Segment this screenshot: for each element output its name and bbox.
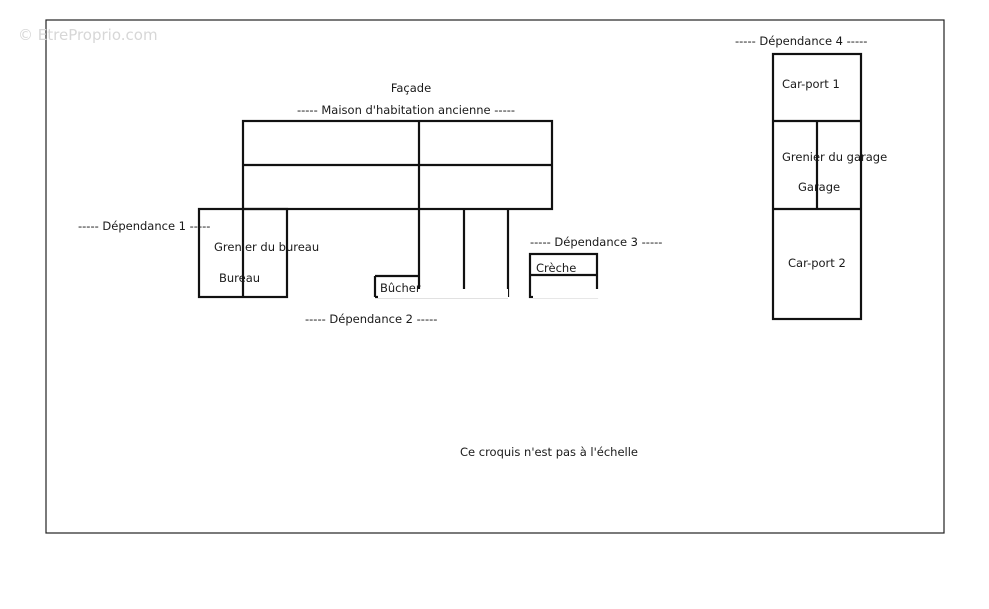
dependance-2-label: ----- Dépendance 2 ----- xyxy=(305,312,437,326)
dependance-4-outline xyxy=(771,52,863,321)
dependance-1-label: ----- Dépendance 1 ----- xyxy=(78,219,210,233)
maison-habitation xyxy=(241,119,554,211)
bucher-label: Bûcher xyxy=(380,281,421,295)
maison-label: ----- Maison d'habitation ancienne ----- xyxy=(297,103,515,117)
facade-title: Façade xyxy=(391,81,431,95)
diagram-frame xyxy=(45,19,945,534)
bureau-label: Bureau xyxy=(219,271,260,285)
garage-label: Garage xyxy=(798,180,840,194)
erasure-mark-2 xyxy=(533,289,599,298)
dependance-1 xyxy=(197,207,289,299)
watermark: © EtreProprio.com xyxy=(18,26,158,44)
scale-note: Ce croquis n'est pas à l'échelle xyxy=(460,445,638,459)
carport-2-label: Car-port 2 xyxy=(788,256,846,270)
dependance-2 xyxy=(373,209,510,299)
erasure-mark xyxy=(378,289,508,298)
dependance-3 xyxy=(528,252,599,299)
dependance-3-label: ----- Dépendance 3 ----- xyxy=(530,235,662,249)
dependance-4 xyxy=(771,52,863,321)
carport-1-label: Car-port 1 xyxy=(782,77,840,91)
creche-label: Crèche xyxy=(536,261,576,275)
dependance-4-label: ----- Dépendance 4 ----- xyxy=(735,34,867,48)
grenier-garage-label: Grenier du garage xyxy=(782,150,887,164)
grenier-bureau-label: Grenier du bureau xyxy=(214,240,319,254)
